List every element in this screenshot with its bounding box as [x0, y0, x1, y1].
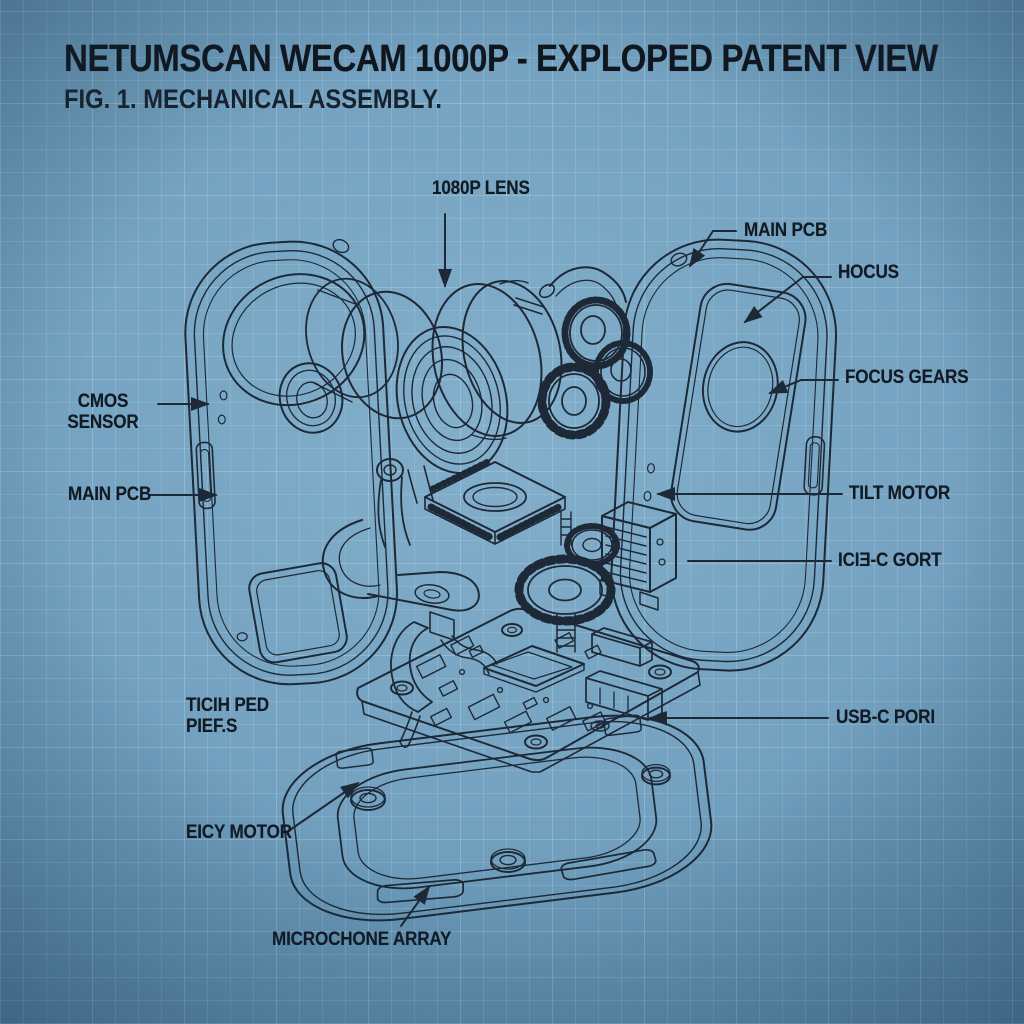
rear-shell-right — [607, 235, 841, 676]
label-main-pcb-right: MAIN PCB — [744, 220, 828, 241]
base-ring — [276, 704, 718, 931]
tilt-motor-block — [600, 502, 676, 610]
label-tilt-motor: TILT MOTOR — [849, 483, 951, 504]
leader-main-pcb-right — [688, 231, 736, 268]
label-1080p-lens: 1080P LENS — [432, 178, 530, 199]
figure-subtitle: FIG. 1. MECHANICAL ASSEMBLY. — [64, 84, 443, 114]
main-pcb-board — [357, 609, 700, 772]
label-focus-gears: FOCUS GEARS — [845, 367, 969, 388]
label-cmos-sensor-line1: CMOS — [77, 391, 129, 412]
leader-focus-gears — [768, 380, 838, 393]
cmos-sensor-chip — [425, 462, 565, 544]
label-microphone-array: MICROCHONE ARRAY — [272, 929, 452, 950]
rear-lens-element — [272, 356, 351, 440]
label-icie-c-gort: ICIƎ-C GORT — [838, 550, 942, 571]
page-title: NETUMSCAN WECAM 1000P - EXPLOPED PATENT … — [64, 38, 938, 80]
tilt-bracket — [323, 459, 497, 674]
leader-eicy-motor — [287, 781, 360, 832]
label-ticih-ped: TICIH PED PIEF.S — [186, 695, 269, 737]
base-screw-bosses — [351, 765, 670, 872]
pcb-connector — [592, 628, 652, 666]
lens-assembly — [272, 269, 575, 503]
label-ticih-ped-line2: PIEF.S — [186, 716, 238, 737]
leader-lines — [150, 214, 842, 926]
label-cmos-sensor-line2: SENSOR — [67, 412, 139, 433]
label-cmos-sensor: CMOS SENSOR — [58, 391, 148, 433]
label-ticih-ped-line1: TICIH PED — [186, 695, 269, 716]
leader-hocus — [743, 277, 831, 324]
label-main-pcb-left: MAIN PCB — [68, 484, 152, 505]
focus-gear-mid — [596, 343, 650, 401]
pcb-main-chip — [484, 646, 584, 692]
label-eicy-motor: EICY MOTOR — [186, 822, 292, 843]
focus-gear-small-top — [565, 300, 627, 366]
label-usb-c-port: USB-C PORI — [836, 707, 935, 728]
focus-gear-cluster — [514, 267, 650, 435]
main-lens-barrel — [382, 315, 523, 485]
leader-microphone-array — [401, 885, 431, 926]
label-hocus: HOCUS — [838, 262, 899, 283]
focus-gear-large — [542, 367, 606, 435]
pcb-components — [417, 633, 609, 733]
front-shell-left — [181, 235, 403, 689]
